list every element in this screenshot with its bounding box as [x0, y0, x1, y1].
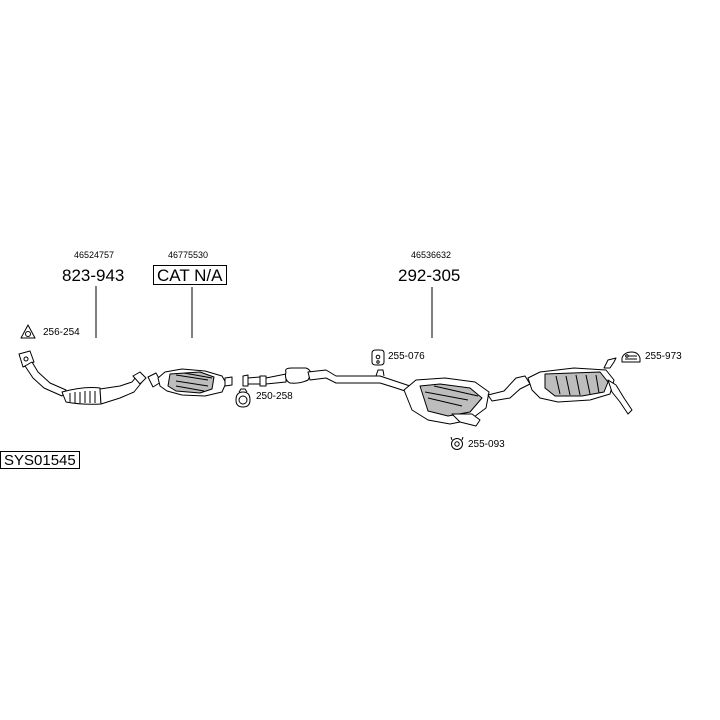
centre-silencer-part: [403, 377, 490, 427]
accessory-label-gasket[interactable]: 256-254: [43, 327, 80, 338]
oe-number-front-pipe: 46524757: [74, 250, 115, 260]
oe-number-silencer: 46536632: [411, 250, 452, 260]
front-pipe-part: [18, 350, 147, 405]
middle-pipe-part: [242, 367, 411, 393]
part-number-catalyst[interactable]: CAT N/A: [153, 265, 227, 285]
part-number-silencer[interactable]: 292-305: [398, 266, 461, 285]
part-number-front-pipe[interactable]: 823-943: [62, 266, 125, 285]
clamp-ring-icon: [235, 388, 251, 408]
rubber-mount-icon: [621, 351, 641, 363]
catalytic-converter-part: [147, 368, 233, 397]
rubber-hanger-icon: [371, 349, 385, 366]
oe-number-catalyst: 46775530: [168, 250, 209, 260]
accessory-label-mount[interactable]: 255-973: [645, 351, 682, 362]
system-code-label: SYS01545: [0, 451, 80, 469]
rubber-ring-icon: [450, 436, 464, 450]
rear-silencer-part: [487, 357, 633, 415]
accessory-label-ring[interactable]: 255-093: [468, 439, 505, 450]
accessory-label-clamp[interactable]: 250-258: [256, 391, 293, 402]
accessory-label-hanger[interactable]: 255-076: [388, 351, 425, 362]
gasket-triangle-hole-icon: [25, 331, 31, 337]
